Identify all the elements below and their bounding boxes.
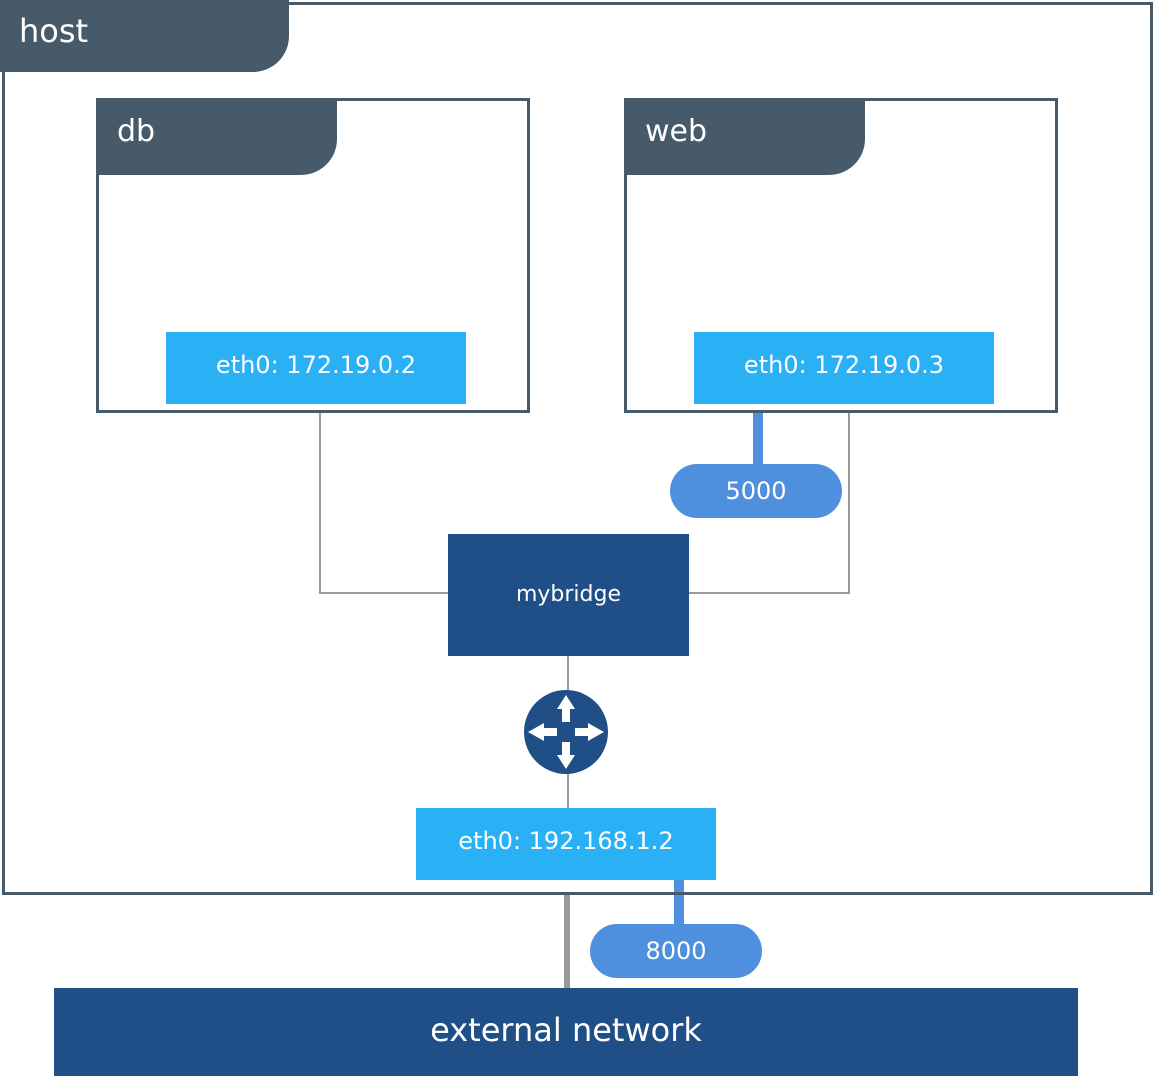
db-container-label: db [99,101,337,175]
db-to-bridge-vertical [319,412,321,594]
web-eth0-interface: eth0: 172.19.0.3 [694,332,994,404]
router-icon [524,690,608,774]
router-to-eth0-line [567,773,569,809]
host-to-external-line [564,895,570,989]
host-port-link [674,878,684,926]
host-frame [2,2,1153,895]
web-to-bridge-vertical [848,412,850,594]
db-to-bridge-horizontal [319,592,449,594]
host-port-8000: 8000 [590,924,762,978]
host-eth0-interface: eth0: 192.168.1.2 [416,808,716,880]
mybridge-network: mybridge [448,534,689,656]
bridge-to-router-line [567,655,569,691]
web-to-bridge-horizontal [688,592,850,594]
db-container: db [96,98,530,413]
host-label: host [0,0,289,72]
external-network: external network [54,988,1078,1076]
web-container-label: web [627,101,865,175]
db-eth0-interface: eth0: 172.19.0.2 [166,332,466,404]
web-port-5000: 5000 [670,464,842,518]
web-port-link [753,402,763,466]
